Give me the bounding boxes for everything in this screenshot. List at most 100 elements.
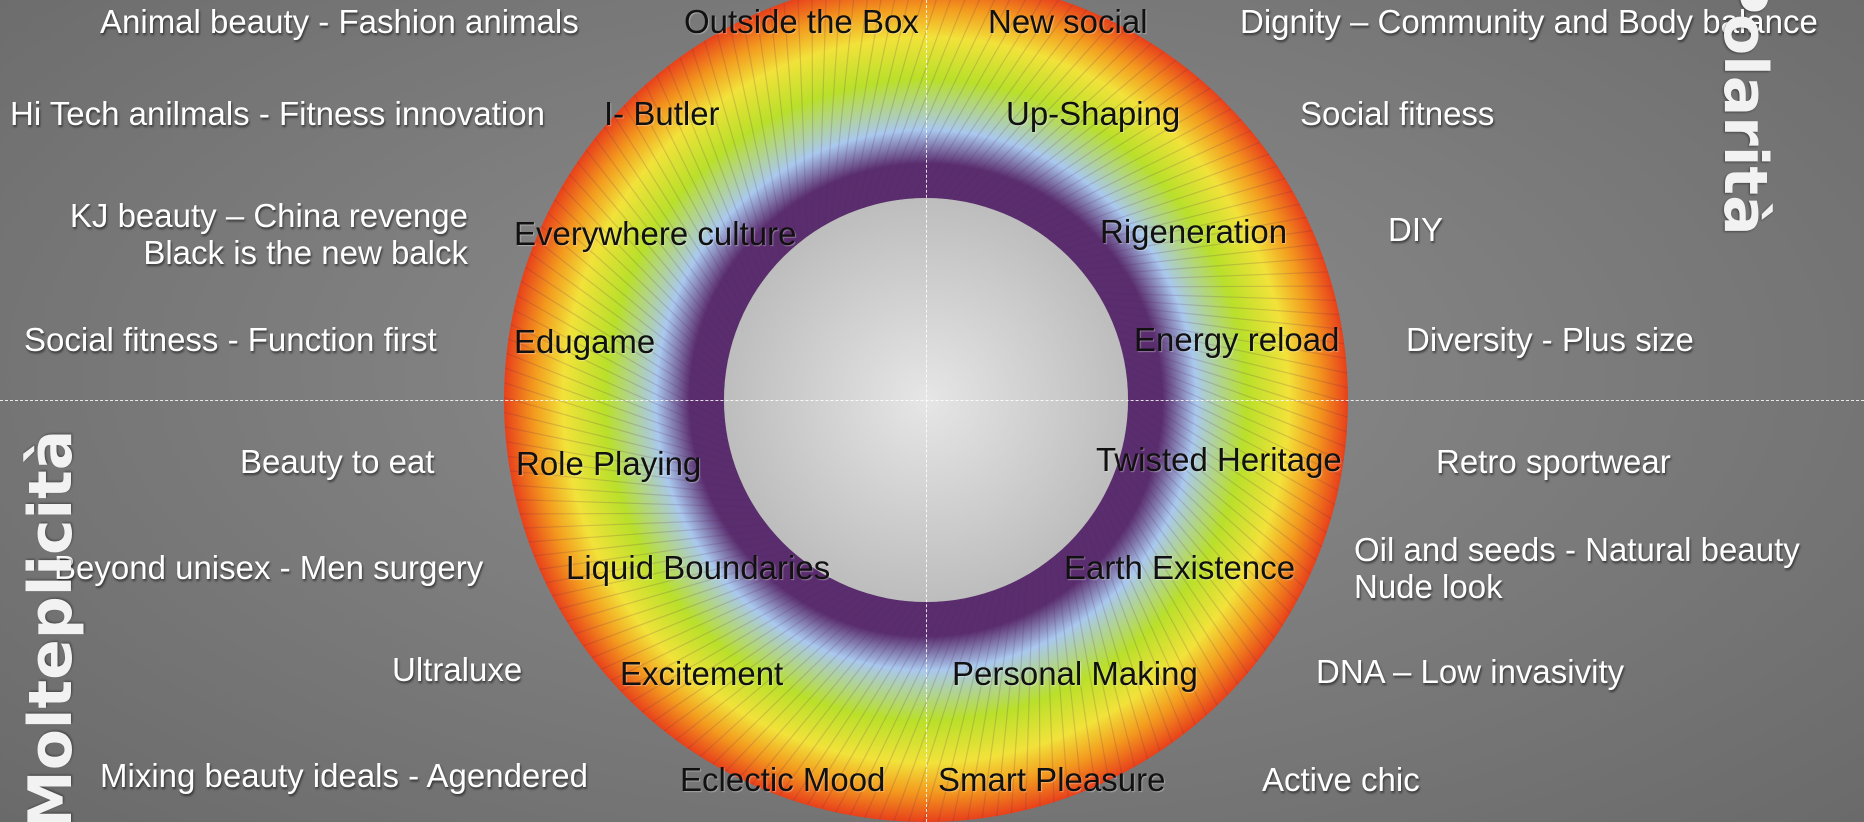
label-diversity: Diversity - Plus size [1406, 321, 1694, 358]
vertical-axis-line [926, 0, 927, 822]
ring-stripe [756, 13, 792, 250]
ring-stripe [820, 601, 941, 810]
ring-stripe [641, 584, 845, 713]
ring-stripe [568, 173, 731, 352]
ring-stripe [504, 382, 733, 457]
ring-stripe [1112, 475, 1249, 674]
ring-stripe [505, 367, 731, 450]
ring-stripe [535, 239, 725, 387]
ring-stripe [1066, 203, 1300, 256]
ring-stripe [1121, 448, 1284, 627]
ring-stripe [508, 338, 728, 436]
ring-stripe [967, 35, 1140, 203]
ring-stripe [1093, 285, 1333, 288]
ring-stripe [904, 0, 1011, 200]
ring-stripe [620, 577, 832, 692]
ring-stripe [582, 562, 808, 647]
ring-stripe [644, 84, 752, 300]
ring-stripe [952, 587, 1003, 822]
label-twisted: Twisted Heritage [1096, 441, 1342, 478]
ring-stripe [594, 137, 737, 332]
label-hi-tech: Hi Tech anilmals - Fitness innovation [10, 95, 545, 132]
ring-stripe [663, 589, 858, 732]
ring-stripe [996, 578, 1022, 817]
ring-stripe [778, 601, 920, 797]
label-i-butler: I- Butler [604, 95, 720, 132]
ring-stripe [783, 2, 803, 241]
ring-stripe [1123, 357, 1346, 448]
ring-stripe [523, 518, 763, 529]
label-ultraluxe: Ultraluxe [392, 651, 523, 688]
ring-stripe [811, 0, 814, 233]
ring-stripe [953, 21, 1114, 201]
ring-stripe [1127, 413, 1317, 561]
ring-stripe [1065, 545, 1110, 781]
ring-stripe [1117, 462, 1267, 651]
ring-stripes [503, 0, 1349, 822]
ring-stripe [600, 570, 820, 670]
ring-stripe [515, 499, 755, 508]
axis-label-polarita: Polarità [1710, 0, 1780, 236]
ring-stripe [1096, 506, 1196, 726]
axis-label-molteplicita: Molteplicità [16, 429, 86, 822]
ring-stripe [1044, 563, 1055, 803]
ring-stripe [577, 161, 733, 345]
ring-stripe [1125, 371, 1342, 477]
label-smart-pleasure: Smart Pleasure [938, 761, 1166, 798]
ring-stripe [623, 104, 745, 312]
label-outside-box: Outside the Box [684, 3, 919, 40]
label-edugame: Edugame [514, 323, 656, 360]
ring-stripe [922, 591, 989, 822]
ring-stripe [656, 74, 756, 294]
ring-stripe [1044, 153, 1270, 238]
ring-stripe [725, 598, 892, 772]
ring-stripe [1092, 512, 1185, 735]
ring-stripe [849, 599, 955, 816]
label-social-fitness-right: Social fitness [1300, 95, 1495, 132]
ring-stripe [911, 0, 1027, 199]
ring-stripe [1127, 385, 1336, 506]
ring-stripe [1100, 500, 1208, 716]
ring-stripe [675, 591, 864, 741]
label-excitement: Excitement [620, 655, 784, 692]
ring-stripe [818, 0, 827, 229]
ring-stripe [503, 396, 735, 463]
ring-stripe [585, 149, 735, 338]
ring-stripe [1107, 310, 1345, 345]
ring-stripe [1123, 441, 1291, 614]
ring-stripe [1071, 216, 1307, 261]
ring-stripe [513, 309, 726, 422]
label-beauty-to-eat: Beauty to eat [240, 443, 435, 480]
label-dna: DNA – Low invasivity [1316, 653, 1625, 690]
ring-stripe [507, 455, 745, 490]
label-retro: Retro sportwear [1436, 443, 1671, 480]
ring-stripe [893, 595, 976, 821]
ring-stripe [691, 48, 768, 276]
label-diy: DIY [1388, 211, 1444, 248]
ring-stripe [1038, 567, 1041, 807]
ring-stripe [504, 426, 739, 477]
ring-stripe [1097, 292, 1337, 301]
ring-stripe [1124, 364, 1344, 462]
ring-stripe [967, 584, 1009, 821]
ring-stripe [1115, 468, 1258, 663]
ring-stripe [525, 266, 725, 401]
ring-stripe [552, 544, 786, 597]
ring-stripe [925, 0, 1060, 199]
label-animal-beauty: Animal beauty - Fashion animals [100, 3, 579, 40]
ring-stripe [1110, 481, 1239, 685]
ring-stripe [849, 0, 896, 213]
ring-stripe [890, 0, 981, 202]
ring-stripe [703, 40, 772, 271]
ring-stripe [994, 68, 1189, 211]
ring-stripe [1110, 317, 1347, 359]
ring-stripe [937, 589, 996, 822]
ring-stripe [1088, 518, 1173, 744]
ring-stripe [864, 598, 962, 818]
ring-stripe [591, 566, 814, 659]
ring-stripe [830, 0, 855, 222]
ring-stripe [988, 59, 1177, 209]
horizontal-axis-line [0, 400, 1864, 401]
ring-stripe [603, 126, 740, 325]
